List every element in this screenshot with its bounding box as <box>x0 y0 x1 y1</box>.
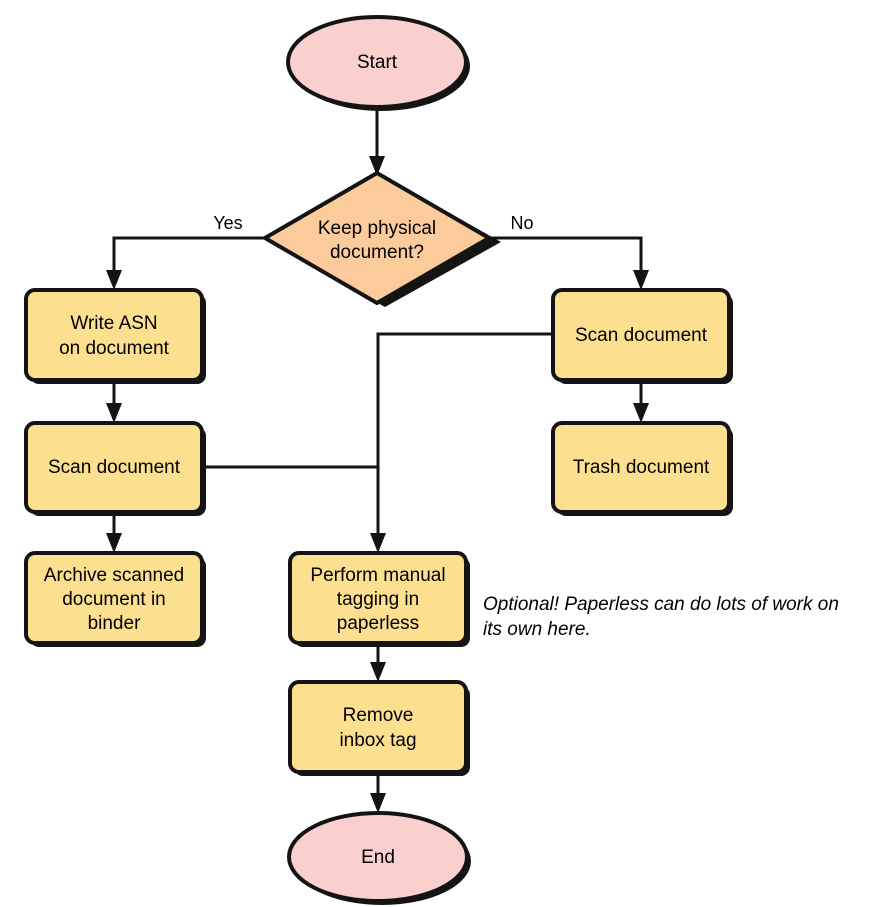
node-decision-keep-physical-document[interactable]: Keep physical document? <box>263 171 501 307</box>
node-label-manual-tagging-line2: tagging in <box>337 589 419 610</box>
arrowhead-icon <box>106 270 122 290</box>
node-end[interactable]: End <box>287 811 471 905</box>
edge-scan-right-to-trash <box>633 380 649 423</box>
node-remove-inbox-tag[interactable]: Remove inbox tag <box>288 680 470 776</box>
node-label-manual-tagging-line3: paperless <box>337 613 419 634</box>
node-label-start: Start <box>357 52 398 73</box>
node-shape-rect <box>24 551 204 645</box>
edge-scan-left-to-archive <box>106 512 122 553</box>
node-start[interactable]: Start <box>286 15 470 111</box>
arrowhead-icon <box>370 533 386 553</box>
node-shape-rect <box>24 421 204 514</box>
node-label-archive-line2: document in <box>62 589 166 610</box>
node-scan-document-left[interactable]: Scan document <box>24 421 206 516</box>
node-label-scan-right: Scan document <box>575 325 708 346</box>
edge-manual-tagging-to-remove-inbox <box>370 643 386 682</box>
node-label-remove-inbox-line2: inbox tag <box>339 730 416 751</box>
edge-remove-inbox-to-end <box>370 772 386 813</box>
annotation-note-line2: its own here. <box>483 619 591 640</box>
node-label-remove-inbox-line1: Remove <box>343 705 414 726</box>
node-perform-manual-tagging-in-paperless[interactable]: Perform manual tagging in paperless <box>288 551 470 647</box>
connector-layer <box>106 108 649 813</box>
annotation-note-line1: Optional! Paperless can do lots of work … <box>483 594 839 615</box>
node-trash-document[interactable]: Trash document <box>551 421 733 516</box>
node-label-write-asn-line1: Write ASN <box>70 313 157 334</box>
annotation-optional-note: Optional! Paperless can do lots of work … <box>483 594 839 640</box>
node-label-archive-line3: binder <box>88 613 141 634</box>
node-label-scan-left: Scan document <box>48 457 181 478</box>
arrowhead-icon <box>370 662 386 682</box>
node-shape-rect <box>24 288 204 382</box>
edge-line <box>112 236 265 278</box>
node-label-decision-line1: Keep physical <box>318 218 436 239</box>
arrowhead-icon <box>106 533 122 553</box>
arrowhead-icon <box>106 403 122 423</box>
edge-decision-to-scan-right <box>489 236 649 290</box>
node-shape-diamond <box>263 171 491 305</box>
node-scan-document-right[interactable]: Scan document <box>551 288 733 384</box>
node-shape-rect <box>288 551 468 645</box>
node-label-decision-line2: document? <box>330 242 424 263</box>
node-archive-scanned-document-in-binder[interactable]: Archive scanned document in binder <box>24 551 206 647</box>
edge-label-no: No <box>510 213 533 233</box>
node-label-trash: Trash document <box>573 457 710 478</box>
edge-line <box>376 332 553 541</box>
node-label-write-asn-line2: on document <box>59 338 170 359</box>
edge-decision-to-write-asn <box>106 236 265 290</box>
node-write-asn-on-document[interactable]: Write ASN on document <box>24 288 206 384</box>
node-shape-ellipse <box>287 811 469 903</box>
node-shape-rect <box>551 288 731 382</box>
arrowhead-icon <box>370 793 386 813</box>
node-shape-rect <box>551 421 731 514</box>
edge-scan-right-to-manual-tagging <box>370 332 553 553</box>
node-label-manual-tagging-line1: Perform manual <box>310 565 445 586</box>
arrowhead-icon <box>633 403 649 423</box>
arrowhead-icon <box>633 270 649 290</box>
node-label-archive-line1: Archive scanned <box>44 565 184 586</box>
arrowhead-icon <box>369 156 385 176</box>
node-shape-ellipse <box>286 15 468 109</box>
edge-write-asn-to-scan-left <box>106 380 122 423</box>
edge-label-yes: Yes <box>213 213 242 233</box>
edge-line <box>489 236 643 278</box>
node-label-end: End <box>361 847 395 868</box>
node-shape-rect <box>288 680 468 774</box>
edge-start-to-decision <box>369 108 385 176</box>
